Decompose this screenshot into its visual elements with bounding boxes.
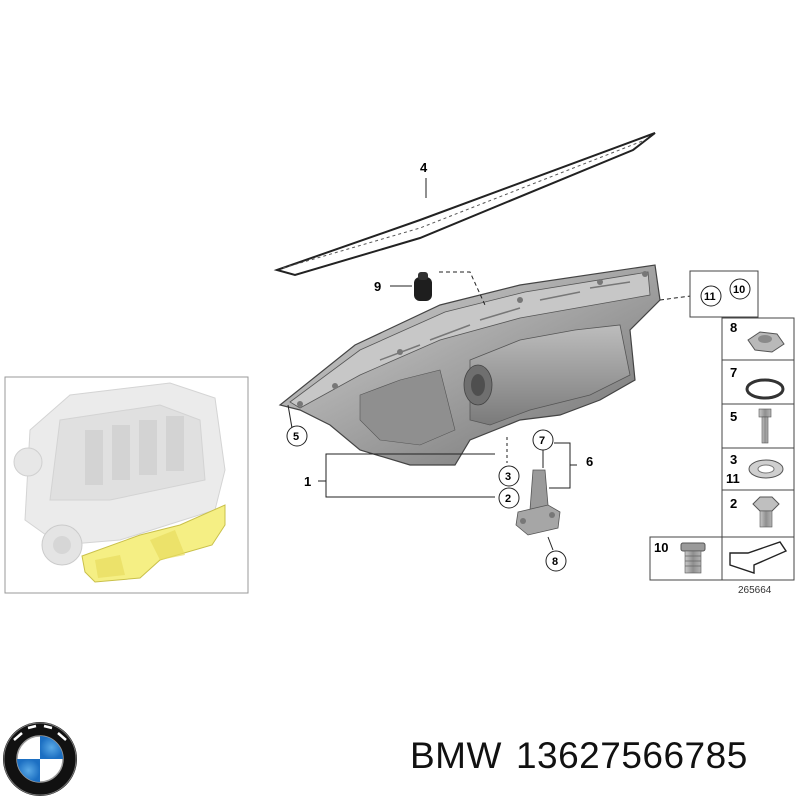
svg-text:11: 11	[726, 471, 740, 486]
svg-text:4: 4	[420, 160, 428, 175]
svg-text:8: 8	[730, 320, 737, 335]
svg-text:3: 3	[505, 471, 511, 483]
panel-row-5: 5	[730, 408, 772, 444]
panel-row-10: 10	[654, 540, 706, 574]
engine-block-illustration	[13, 382, 226, 566]
brand-name: BMW	[410, 735, 502, 776]
panel-row-8: 8	[730, 320, 785, 353]
oil-level-sensor-part	[515, 469, 561, 536]
callout-circle-5: 5	[286, 425, 308, 447]
gasket-part	[273, 132, 656, 277]
part-number: 13627566785	[515, 735, 748, 776]
svg-text:11: 11	[704, 291, 716, 303]
parts-panel: 8 7 5 3 11 2 10	[649, 317, 795, 581]
callout-circle-8: 8	[545, 550, 567, 572]
svg-text:6: 6	[586, 454, 593, 469]
svg-text:2: 2	[505, 493, 511, 505]
svg-text:7: 7	[730, 365, 737, 380]
figure-number: 265664	[738, 585, 772, 596]
bmw-logo-icon	[3, 722, 77, 796]
svg-text:10: 10	[733, 284, 745, 296]
svg-text:7: 7	[539, 435, 545, 447]
leader-lines	[287, 178, 699, 551]
panel-row-7: 7	[730, 365, 785, 400]
callout-circle-2: 2	[498, 487, 520, 509]
engine-thumbnail	[4, 376, 249, 594]
oil-pan-part	[278, 264, 661, 466]
svg-text:2: 2	[730, 496, 737, 511]
callout-circle-3: 3	[498, 465, 520, 487]
plug-part-9	[414, 272, 432, 301]
callout-circle-7: 7	[532, 429, 554, 451]
arrow-pointer-icon	[729, 541, 788, 574]
panel-row-3-11: 3 11	[726, 452, 784, 486]
svg-text:10: 10	[654, 540, 668, 555]
callout-box-11-10: 11 10	[689, 270, 759, 318]
svg-text:5: 5	[730, 409, 737, 424]
callout-label-1: 1	[304, 474, 311, 489]
svg-text:9: 9	[374, 279, 381, 294]
panel-row-2: 2	[730, 496, 780, 528]
svg-text:3: 3	[730, 452, 737, 467]
callout-label-6: 6	[586, 454, 593, 469]
svg-text:5: 5	[293, 431, 299, 443]
svg-text:8: 8	[552, 556, 558, 568]
svg-text:1: 1	[304, 474, 311, 489]
part-caption: BMW 13627566785	[410, 735, 762, 777]
callout-label-4: 4	[420, 160, 428, 175]
callout-label-9: 9	[374, 279, 381, 294]
